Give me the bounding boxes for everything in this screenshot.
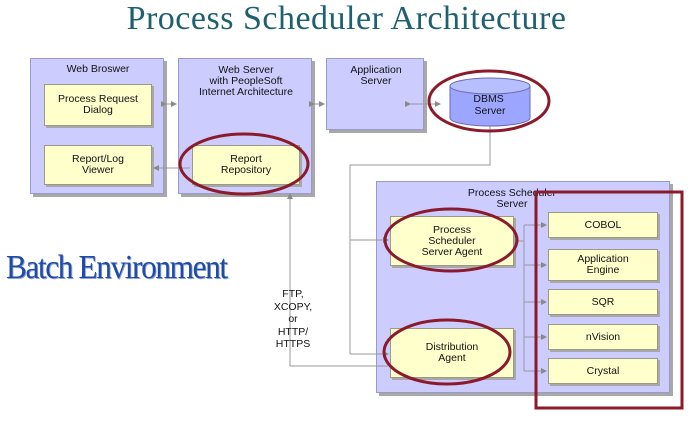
batch-environment-label: Batch Environment <box>6 249 228 286</box>
process-request-dialog-box: Process Request Dialog <box>44 84 152 126</box>
dbms-cylinder <box>449 77 531 127</box>
application-server-panel: Application Server <box>326 58 424 130</box>
engine-sqr-label: SQR <box>591 295 615 308</box>
highlight-report-repository <box>178 132 310 196</box>
page-title: Process Scheduler Architecture <box>126 0 567 37</box>
distribution-agent-label: Distribution Agent <box>425 341 479 364</box>
distribution-agent-box: Distribution Agent <box>390 328 514 378</box>
line-distribution-repository <box>287 193 388 367</box>
process-request-dialog-label: Process Request Dialog <box>58 93 138 116</box>
line-dbms-scheduler <box>349 122 491 354</box>
transfer-protocols-label: FTP, XCOPY, or HTTP/ HTTPS <box>273 288 313 350</box>
engine-cobol-box: COBOL <box>548 212 658 238</box>
engine-application-engine-box: Application Engine <box>548 249 658 281</box>
web-browser-label: Web Broswer <box>66 63 130 75</box>
report-log-viewer-box: Report/Log Viewer <box>44 145 152 185</box>
dbms-label: DBMS Server <box>473 93 506 117</box>
engine-application-engine-label: Application Engine <box>577 253 629 276</box>
web-server-label: Web Server with PeopleSoft Internet Arch… <box>199 64 293 98</box>
engine-nvision-label: nVision <box>585 330 621 343</box>
highlight-distribution-agent <box>382 318 512 386</box>
process-scheduler-server-agent-box: Process Scheduler Server Agent <box>390 216 514 266</box>
engine-sqr-box: SQR <box>548 289 658 315</box>
highlight-server-agent <box>383 207 519 273</box>
server-agent-label: Process Scheduler Server Agent <box>421 223 483 258</box>
engine-cobol-label: COBOL <box>584 218 622 231</box>
engine-crystal-box: Crystal <box>548 358 658 384</box>
highlight-engines <box>534 190 684 410</box>
report-repository-label: Report Repository <box>220 153 272 176</box>
engine-nvision-box: nVision <box>548 324 658 350</box>
application-server-label: Application Server <box>350 64 402 87</box>
process-scheduler-server-label: Process Scheduler Server <box>467 187 557 210</box>
highlight-dbms <box>427 69 551 133</box>
report-repository-box: Report Repository <box>192 145 300 185</box>
report-log-viewer-label: Report/Log Viewer <box>72 153 124 176</box>
engine-crystal-label: Crystal <box>586 364 620 377</box>
